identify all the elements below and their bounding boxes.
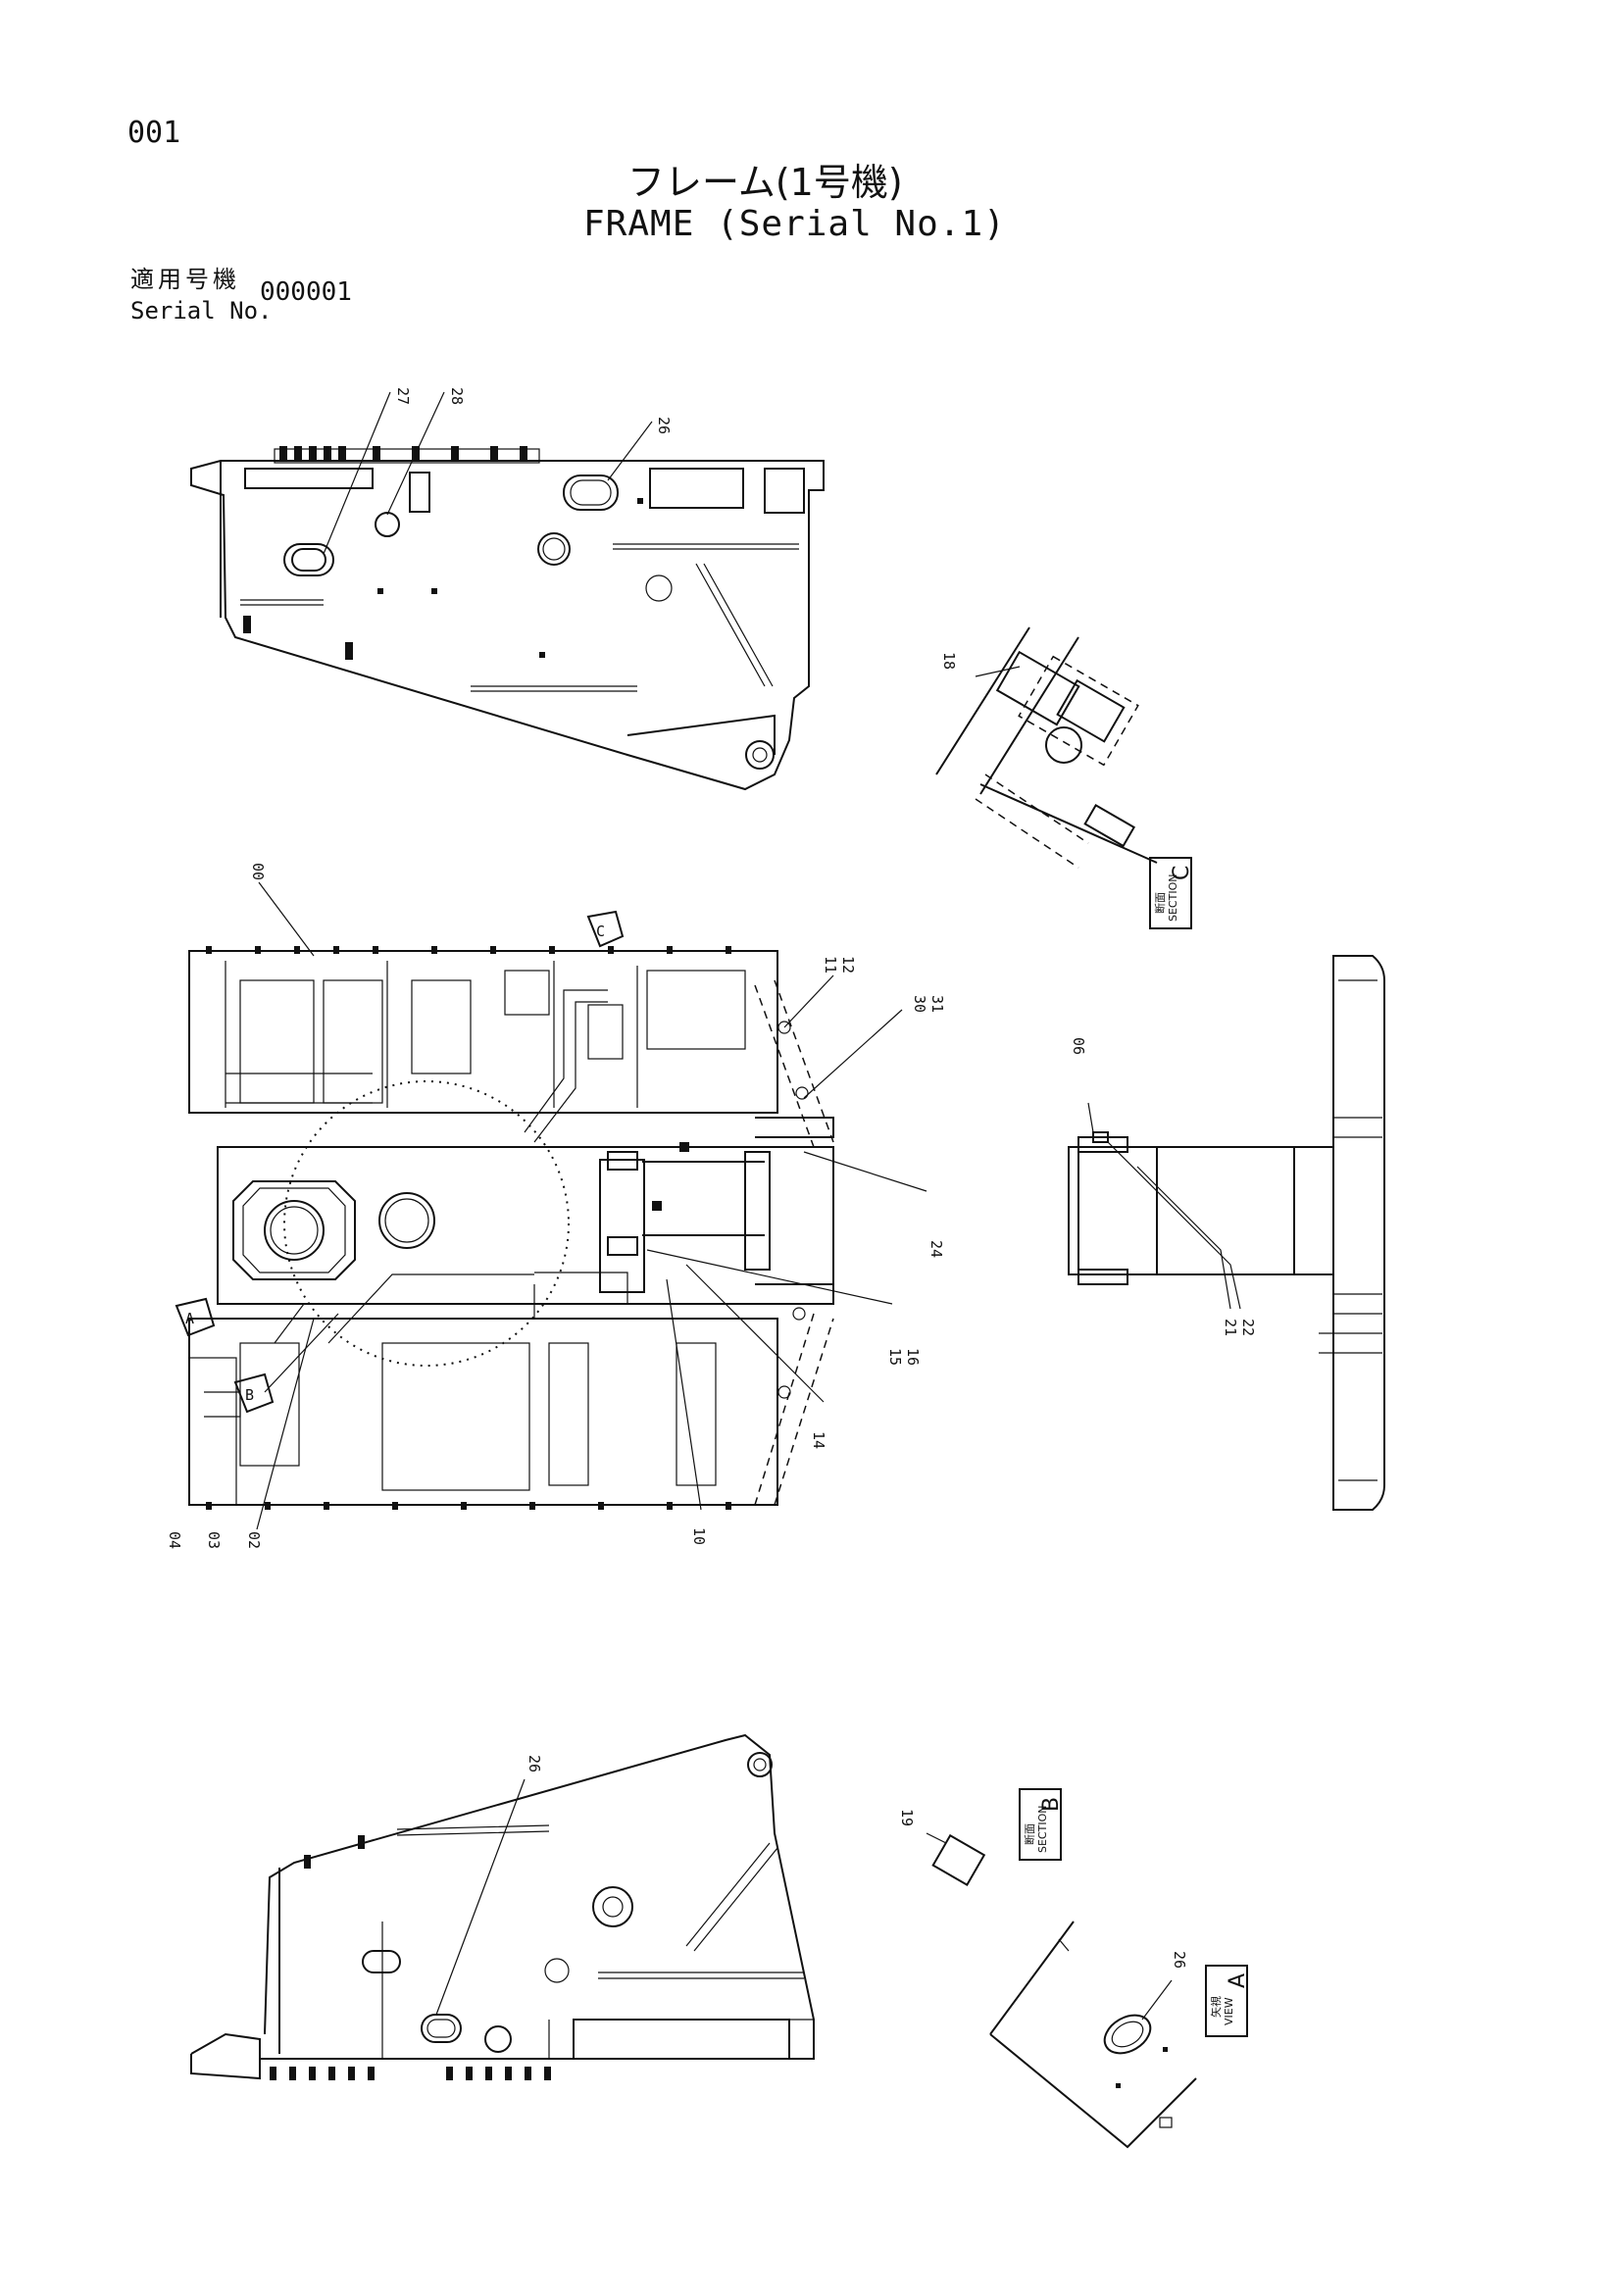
plan-view: 00 11 12 30 31 24 15 16 14 10 02 03 04 C… <box>166 863 946 1549</box>
side-view-top: 27 28 26 <box>190 387 825 791</box>
callout-04: 04 <box>166 1531 183 1549</box>
section-c-detail: 18 断面 SECTION C <box>935 626 1194 929</box>
section-b-letter: B <box>1039 1797 1064 1812</box>
section-c-kanji: 断面 <box>1153 892 1167 914</box>
section-c-letter: C <box>1170 866 1194 880</box>
serial-label-english: Serial No. <box>130 297 273 324</box>
callout-26-bottom: 26 <box>526 1755 543 1772</box>
section-b-detail: 19 断面 SECTION B <box>898 1788 1064 1886</box>
callout-03: 03 <box>205 1531 223 1549</box>
view-marker-b: B <box>245 1386 254 1404</box>
view-a-detail: 26 矢視 VIEW A <box>989 1921 1250 2149</box>
callout-19: 19 <box>898 1809 916 1826</box>
view-a-text: VIEW <box>1223 1997 1235 2025</box>
callout-11: 11 <box>822 956 839 973</box>
callout-14: 14 <box>810 1431 827 1449</box>
view-marker-a: A <box>185 1310 194 1327</box>
callout-21: 21 <box>1222 1319 1239 1336</box>
title-japanese: フレーム(1号機) <box>627 161 903 204</box>
serial-number-value: 000001 <box>260 277 352 307</box>
callout-06: 06 <box>1070 1037 1087 1055</box>
callout-26-view-a: 26 <box>1171 1951 1188 1969</box>
callout-26-top: 26 <box>655 417 673 434</box>
callout-16: 16 <box>904 1348 922 1366</box>
section-b-text: SECTION <box>1036 1806 1049 1853</box>
front-view: 06 21 22 <box>1068 955 1385 1511</box>
serial-label-japanese: 適用号機 <box>130 266 240 293</box>
callout-31: 31 <box>928 995 946 1013</box>
page-number: 001 <box>127 116 181 150</box>
view-a-kanji: 矢視 <box>1209 1996 1223 2018</box>
callout-24: 24 <box>927 1240 945 1258</box>
section-c-text: SECTION <box>1167 874 1179 922</box>
callout-28: 28 <box>448 387 466 405</box>
callout-22: 22 <box>1239 1319 1257 1336</box>
callout-30: 30 <box>911 995 928 1013</box>
callout-18: 18 <box>940 652 958 670</box>
callout-15: 15 <box>886 1348 904 1366</box>
callout-00: 00 <box>249 863 267 880</box>
callout-12: 12 <box>839 956 857 973</box>
section-b-kanji: 断面 <box>1023 1823 1036 1845</box>
title-english: FRAME (Serial No.1) <box>583 204 1006 244</box>
callout-27: 27 <box>394 387 412 405</box>
callout-02: 02 <box>245 1531 263 1549</box>
view-a-letter: A <box>1226 1973 1250 1988</box>
side-view-bottom: 26 <box>190 1733 815 2080</box>
view-marker-c: C <box>596 923 605 940</box>
callout-10: 10 <box>690 1527 708 1545</box>
